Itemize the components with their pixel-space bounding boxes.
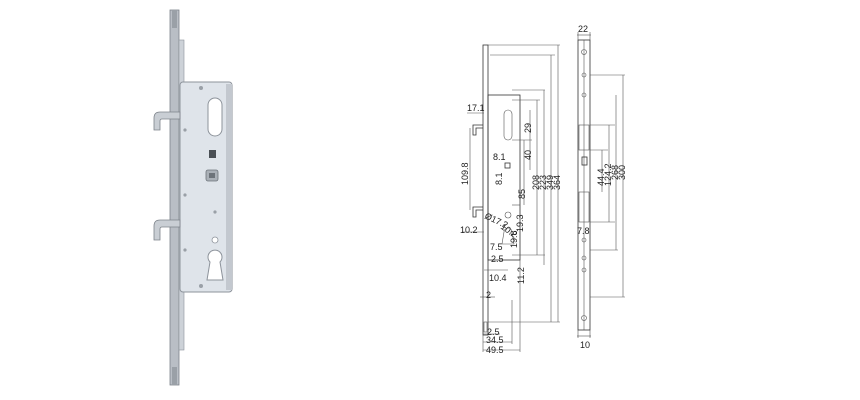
dim-44-4: 44.4	[596, 168, 606, 186]
plate-hole	[581, 255, 587, 261]
side-upper-hook	[472, 124, 483, 136]
cylinder-hole	[206, 249, 224, 281]
front-plate-drawing: 22 10 7.8 44.4 124.2 268 300	[577, 24, 627, 350]
dim-19-3: 19.3	[515, 214, 525, 232]
dim-49-5: 49.5	[486, 345, 504, 355]
dim-2-5: 2.5	[487, 327, 500, 337]
plate-hole	[581, 72, 587, 78]
rivet	[199, 86, 203, 90]
dim-25: 2.5	[491, 254, 504, 264]
dim-10: 10	[580, 340, 590, 350]
side-case-outline	[487, 94, 521, 261]
side-foot	[483, 321, 488, 333]
lower-hook	[153, 219, 181, 241]
dim-10-4: 10.4	[489, 273, 507, 283]
dim-124-2: 124.2	[603, 163, 613, 186]
rivet	[183, 248, 187, 252]
dim-364: 364	[552, 175, 562, 190]
dim-85: 85	[517, 189, 527, 199]
rivet	[183, 128, 187, 132]
side-view-drawing: 17.1 10.2 8.1 7.5 2.5 10.4 2 2.5 34.5 49…	[460, 44, 562, 355]
dim-208: 208	[531, 175, 541, 190]
lock-case-shadow	[226, 84, 232, 290]
dim-29: 29	[523, 123, 533, 133]
follower-hub-inner	[209, 173, 215, 178]
dim-349: 349	[545, 175, 555, 190]
side-hole	[504, 211, 512, 219]
dim-11-2: 11.2	[516, 267, 526, 284]
side-cylinder	[501, 227, 515, 245]
upper-hook	[153, 111, 181, 131]
dim-10-2: 10.2	[460, 225, 478, 235]
side-lower-hook	[472, 206, 483, 218]
plate-hole	[581, 237, 587, 243]
screw-hole	[213, 210, 217, 214]
plate-hole	[581, 49, 587, 55]
dim-2: 2	[486, 290, 491, 300]
dim-34-5: 34.5	[486, 335, 504, 345]
rail-bottom-tab	[172, 367, 177, 385]
dim-7-8: 7.8	[577, 226, 590, 236]
dim-7-5: 7.5	[490, 242, 503, 252]
dim-109-8: 109.8	[460, 162, 470, 185]
front-rail	[169, 9, 180, 386]
handle-slot	[207, 97, 223, 137]
plate-hole	[581, 267, 587, 273]
side-square	[504, 162, 511, 169]
plate-latch	[581, 156, 588, 166]
dim-223: 223	[538, 175, 548, 190]
plate-slot	[578, 124, 590, 151]
dim-22: 22	[578, 24, 588, 34]
follower-square	[209, 150, 216, 158]
rivet	[183, 193, 187, 197]
dim-300: 300	[617, 165, 627, 180]
dim-17-1: 17.1	[467, 103, 485, 113]
rivet	[199, 284, 203, 288]
dim-19-8: 19.8	[509, 230, 519, 248]
lock-case	[179, 81, 233, 293]
plate-hole	[581, 315, 587, 321]
dim-8-1b: 8.1	[494, 172, 504, 185]
plate-hole	[581, 92, 587, 98]
dim-8-1a: 8.1	[493, 152, 506, 162]
plate-slot	[578, 191, 590, 223]
lock-product-photo	[153, 9, 233, 386]
rail-top-tab	[172, 10, 177, 28]
screw-hole	[211, 236, 219, 244]
dim-40: 40	[523, 150, 533, 160]
side-slot	[503, 109, 513, 141]
dim-268: 268	[610, 165, 620, 180]
